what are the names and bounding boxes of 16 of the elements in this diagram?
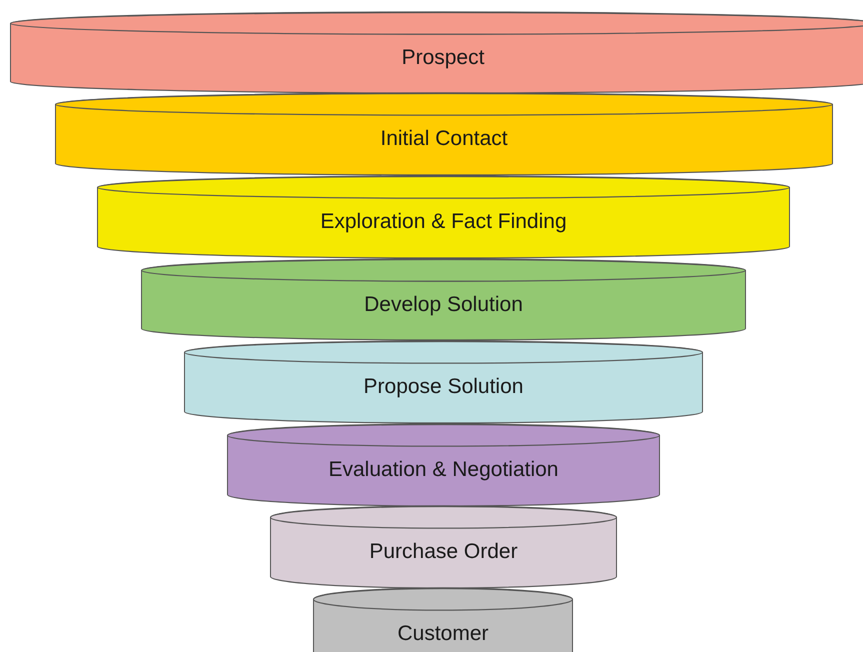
stage-label: Customer bbox=[397, 621, 489, 647]
funnel-stage bbox=[270, 506, 617, 588]
funnel-stage bbox=[184, 341, 703, 423]
funnel-stage bbox=[313, 588, 573, 652]
stage-label: Exploration & Fact Finding bbox=[320, 209, 567, 235]
stage-label: Purchase Order bbox=[369, 539, 518, 565]
stage-label: Prospect bbox=[402, 44, 484, 70]
funnel-stage bbox=[10, 12, 863, 93]
stage-label: Evaluation & Negotiation bbox=[328, 457, 558, 483]
stage-label: Initial Contact bbox=[380, 126, 508, 152]
funnel-stage bbox=[97, 176, 790, 258]
stage-label: Propose Solution bbox=[364, 374, 524, 400]
funnel-stage bbox=[227, 424, 660, 506]
funnel-stage bbox=[55, 93, 833, 175]
stage-label: Develop Solution bbox=[364, 292, 523, 318]
funnel-stage bbox=[141, 259, 746, 340]
